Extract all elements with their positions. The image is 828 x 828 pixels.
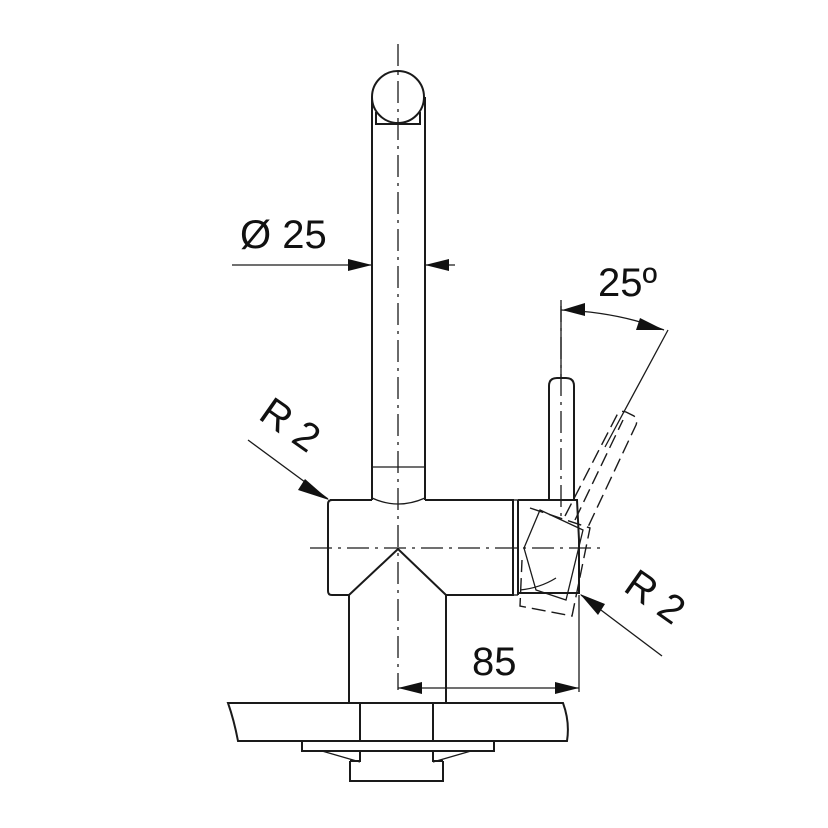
radius-right-dimension: R 2 [580, 561, 693, 657]
offset-label: 85 [472, 640, 517, 684]
angle-dimension: 25º [560, 261, 669, 448]
mounting-hole [359, 702, 434, 742]
diameter-dimension: Ø 25 [232, 213, 455, 271]
radius-left-label: R 2 [252, 389, 328, 461]
radius-right-label: R 2 [617, 561, 693, 633]
base-column [348, 595, 447, 703]
countertop-section [226, 702, 569, 742]
mounting-nut [301, 740, 495, 782]
offset-dimension: 85 [398, 595, 580, 694]
angle-label: 25º [598, 261, 657, 305]
lever-upright [518, 300, 584, 601]
radius-left-dimension: R 2 [247, 389, 329, 500]
diameter-label: Ø 25 [240, 213, 327, 257]
faucet-body [327, 499, 519, 596]
lever-rotated-25deg [519, 410, 638, 617]
